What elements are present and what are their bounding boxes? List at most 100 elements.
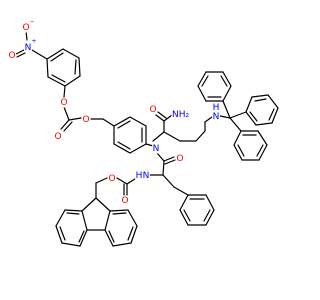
- bond-tph3-e: [257, 130, 268, 146]
- bond-nitro-o-double-1: [15, 49, 25, 55]
- bond-fll-a: [64, 209, 83, 212]
- bond-acyl-o-2: [164, 159, 176, 165]
- bond-tph2-a: [245, 96, 253, 113]
- bond-fll-inner-3: [78, 230, 85, 243]
- amine-n-label: N: [213, 112, 220, 122]
- bond-ring1-b: [47, 76, 66, 87]
- bond-ring1-d: [78, 57, 81, 77]
- bond-tph2-d: [271, 107, 279, 124]
- bond-tph3-inner-1: [237, 144, 245, 157]
- bond-tph3-a: [233, 130, 242, 146]
- bond-tph2-c: [267, 94, 279, 109]
- bond-chain-3: [195, 130, 206, 142]
- amide-nh2-label: NH₂: [172, 110, 190, 120]
- bond-ch2-ph: [173, 186, 189, 196]
- bond-layer: [15, 30, 279, 247]
- bond-fll-d: [61, 242, 81, 247]
- molecule-structure: N + O − O O O O N O NH₂ N H O N H O O: [7, 18, 279, 247]
- bond-flr-inner-2: [127, 226, 134, 241]
- nitro-n-charge: +: [31, 38, 36, 45]
- bond-chain-5: [204, 116, 213, 123]
- bond-ring1-f: [46, 48, 64, 60]
- structure-canvas: N + O − O O O O N O NH₂ N H O N H O O: [7, 18, 279, 247]
- bond-ring2-inner-1: [117, 120, 131, 129]
- anilide-n-label: N: [153, 144, 160, 154]
- bond-nitro-n: [31, 49, 48, 60]
- bond-pph-c: [205, 209, 215, 226]
- bond-carbonate-co-2: [63, 121, 73, 132]
- bond-o-carbonyl-c: [63, 106, 70, 121]
- atom-label-backdrop: [7, 51, 17, 61]
- atom-label-backdrop: [135, 171, 143, 181]
- bond-pph-inner-2: [203, 209, 211, 222]
- bond-chain-1: [163, 131, 181, 142]
- bond-amide-co-2: [157, 111, 167, 119]
- bond-flr-inner-1: [112, 212, 127, 215]
- nitro-n-label: N: [25, 43, 32, 53]
- bond-pph-e: [179, 209, 189, 226]
- bond-tph1-c: [197, 71, 207, 87]
- bond-tph2-b: [251, 94, 269, 98]
- atom-label-layer: N + O − O O O O N O NH₂ N H O N H O O: [7, 18, 220, 206]
- bond-ring2-b: [129, 116, 147, 127]
- bond-tph2-inner-3: [249, 111, 258, 122]
- nitro-o-double-label: O: [8, 51, 15, 61]
- bond-ring1-inner-3: [50, 52, 64, 62]
- bond-flr-d: [112, 242, 132, 247]
- carbamate-o-ester-label: O: [108, 174, 115, 184]
- atom-label-backdrop: [107, 174, 117, 184]
- bond-ring2-d: [129, 143, 147, 154]
- bond-flr-e: [104, 229, 114, 247]
- bond-aryl-o: [63, 85, 66, 98]
- bond-n-alpha: [152, 131, 165, 142]
- atom-label-backdrop: [171, 110, 190, 120]
- bond-tph2-e: [255, 122, 273, 126]
- bond-pph-b: [205, 194, 215, 211]
- atom-label-backdrop: [21, 23, 31, 33]
- bond-tph1-e: [222, 71, 232, 87]
- bond-tph3-b: [233, 144, 243, 161]
- bond-carbonate-co-1: [60, 119, 70, 130]
- bond-carbonate-o: [68, 117, 82, 121]
- bond-acyl-alpha: [162, 160, 165, 176]
- bond-tph2-inner-2: [268, 108, 275, 121]
- nitro-o-minus-charge: −: [29, 18, 34, 25]
- bond-carbamate-o: [116, 177, 128, 185]
- amide-o-label: O: [149, 105, 156, 115]
- bond-ring1-c: [64, 75, 81, 87]
- bond-n-acyl: [156, 152, 165, 162]
- bond-ring2-inner-3: [117, 141, 131, 150]
- bond-amide-co-1: [155, 114, 165, 122]
- amine-h-label: H: [213, 103, 220, 113]
- atom-label-backdrop: [152, 144, 160, 154]
- carbonate-o-carbonyl-label: O: [54, 132, 61, 142]
- bond-tph2-inner-1: [254, 98, 267, 102]
- bond-trityl-ph1: [222, 100, 231, 119]
- bond-fll-c: [55, 225, 63, 244]
- bond-ring2-a: [113, 116, 131, 127]
- bond-ring2-e: [113, 143, 131, 154]
- bond-fl5-a: [95, 197, 111, 212]
- atom-label-backdrop: [81, 115, 91, 125]
- bond-flr-inner-3: [108, 230, 115, 243]
- bond-alpha-ch2: [162, 174, 175, 188]
- atom-label-backdrop: [212, 112, 220, 122]
- carbamate-o-carbonyl-label: O: [121, 196, 128, 206]
- bond-fll-inner-1: [66, 212, 80, 215]
- bond-tph3-inner-2: [256, 144, 264, 157]
- nitro-o-minus-label: O: [22, 23, 29, 33]
- bond-fll-e: [79, 229, 88, 247]
- bond-flr-c: [130, 225, 138, 244]
- atom-label-backdrop: [120, 196, 130, 206]
- bond-tph3-d: [258, 144, 268, 161]
- bond-flr-a: [109, 209, 129, 212]
- bond-nitro-o-double-2: [16, 52, 26, 58]
- atom-label-backdrop: [53, 132, 63, 142]
- bond-ring1-inner-1: [51, 74, 66, 83]
- atom-label-backdrop: [148, 105, 158, 115]
- bond-ring1-inner-2: [74, 59, 77, 75]
- bond-fll-inner-2: [59, 226, 66, 241]
- bond-tph2-f: [245, 111, 257, 126]
- bond-pph-inner-3: [183, 209, 191, 222]
- bond-fll-b: [55, 209, 66, 227]
